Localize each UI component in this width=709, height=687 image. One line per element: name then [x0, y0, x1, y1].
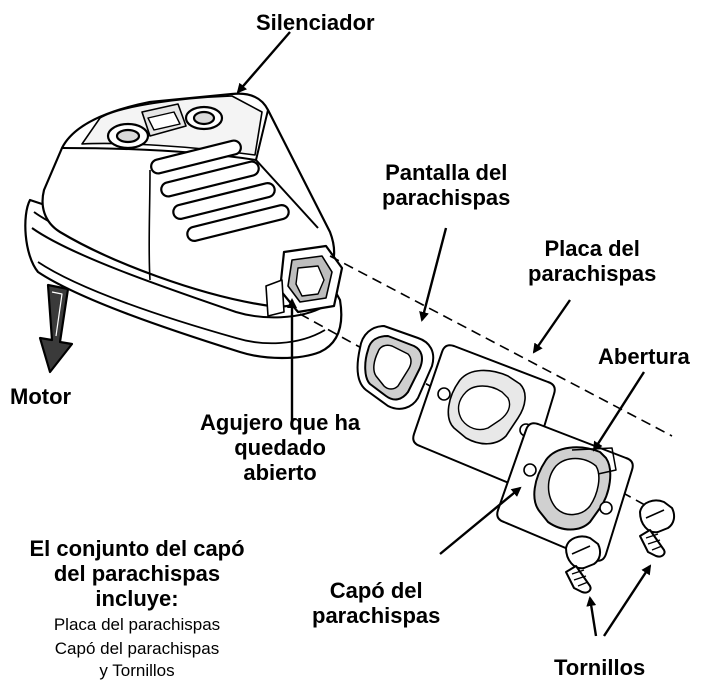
motor-arrow: [38, 283, 74, 374]
screw-left: [565, 535, 602, 594]
label-agujero-line3: abierto: [243, 460, 317, 485]
kit-item-1: Placa del parachispas: [53, 615, 221, 634]
kit-heading-line2: del parachispas: [53, 561, 221, 586]
pointer-arrows: [236, 31, 652, 637]
kit-item-3: y Tornillos: [99, 661, 175, 680]
label-pantalla-line2: parachispas: [382, 185, 511, 210]
label-tornillos: Tornillos: [554, 655, 646, 680]
spark-arrestor-cap: [496, 422, 634, 562]
screw-right: [639, 499, 676, 558]
label-placa: Placa del parachispas: [528, 236, 656, 286]
label-capo-line1: Capó del: [329, 578, 423, 603]
spark-arrestor-screen: [356, 325, 435, 410]
kit-heading-line1: El conjunto del capó: [29, 536, 245, 561]
label-placa-line2: parachispas: [528, 261, 657, 286]
label-pantalla: Pantalla del parachispas: [382, 160, 510, 210]
label-agujero-line2: quedado: [234, 435, 326, 460]
label-placa-line1: Placa del: [544, 236, 640, 261]
label-agujero: Agujero que ha quedado abierto: [200, 410, 360, 485]
label-abertura: Abertura: [598, 344, 690, 369]
label-agujero-line1: Agujero que ha: [200, 410, 361, 435]
label-motor: Motor: [10, 384, 72, 409]
label-capo-line2: parachispas: [312, 603, 441, 628]
label-pantalla-line1: Pantalla del: [385, 160, 508, 185]
label-capo: Capó del parachispas: [312, 578, 440, 628]
kit-contents: El conjunto del capó del parachispas inc…: [6, 536, 268, 682]
label-silenciador: Silenciador: [256, 10, 375, 35]
kit-item-2: Capó del parachispas: [54, 639, 220, 658]
muffler: [24, 92, 344, 360]
kit-heading-line3: incluye:: [95, 586, 179, 611]
